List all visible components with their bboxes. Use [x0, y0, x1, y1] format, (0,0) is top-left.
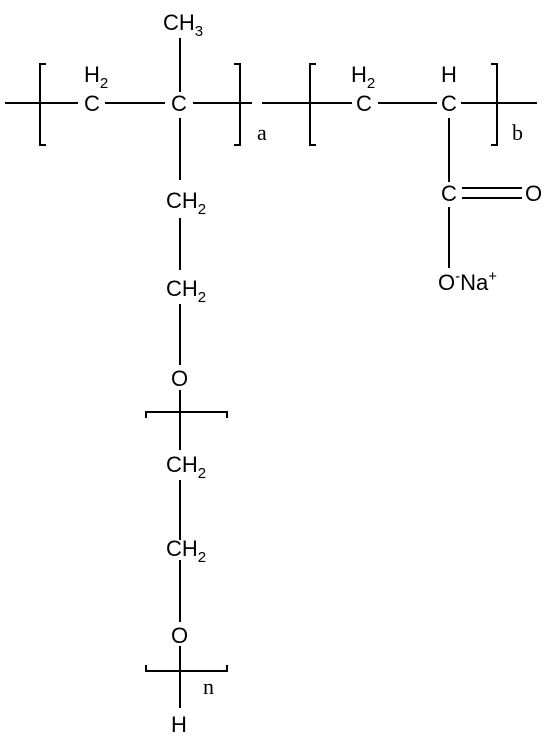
quaternary-carbon: C — [171, 91, 187, 116]
side-ch2-2: CH2 — [166, 276, 206, 306]
right-ch2-carbon: C — [356, 91, 372, 116]
bracket-a-close — [234, 63, 241, 146]
ch-carbon: C — [441, 91, 457, 116]
bracket-n-bottom — [145, 665, 228, 672]
terminal-hydrogen: H — [171, 712, 187, 737]
carboxylate-label: O-Na+ — [438, 268, 497, 295]
left-ch2-carbon: C — [84, 91, 100, 116]
bracket-b-open — [309, 63, 316, 146]
peg-ch2-2: CH2 — [166, 536, 206, 566]
methyl-label: CH3 — [163, 10, 203, 40]
carboxyl-carbon: C — [441, 181, 457, 206]
brackets — [39, 63, 498, 672]
ch-hydrogen: H — [441, 62, 457, 87]
ether-oxygen-2: O — [171, 623, 188, 648]
bracket-b-close — [491, 63, 498, 146]
ether-oxygen-1: O — [171, 366, 188, 391]
bracket-n-top — [145, 411, 228, 418]
bonds — [5, 38, 537, 708]
repeat-index-n: n — [203, 674, 214, 699]
bracket-a-open — [39, 63, 46, 146]
left-ch2-hydrogen: H2 — [84, 62, 108, 92]
repeat-index-a: a — [257, 120, 267, 145]
right-ch2-hydrogen: H2 — [351, 62, 375, 92]
peg-ch2-1: CH2 — [166, 452, 206, 482]
side-ch2-1: CH2 — [166, 188, 206, 218]
repeat-index-b: b — [512, 120, 523, 145]
carbonyl-oxygen: O — [525, 181, 542, 206]
